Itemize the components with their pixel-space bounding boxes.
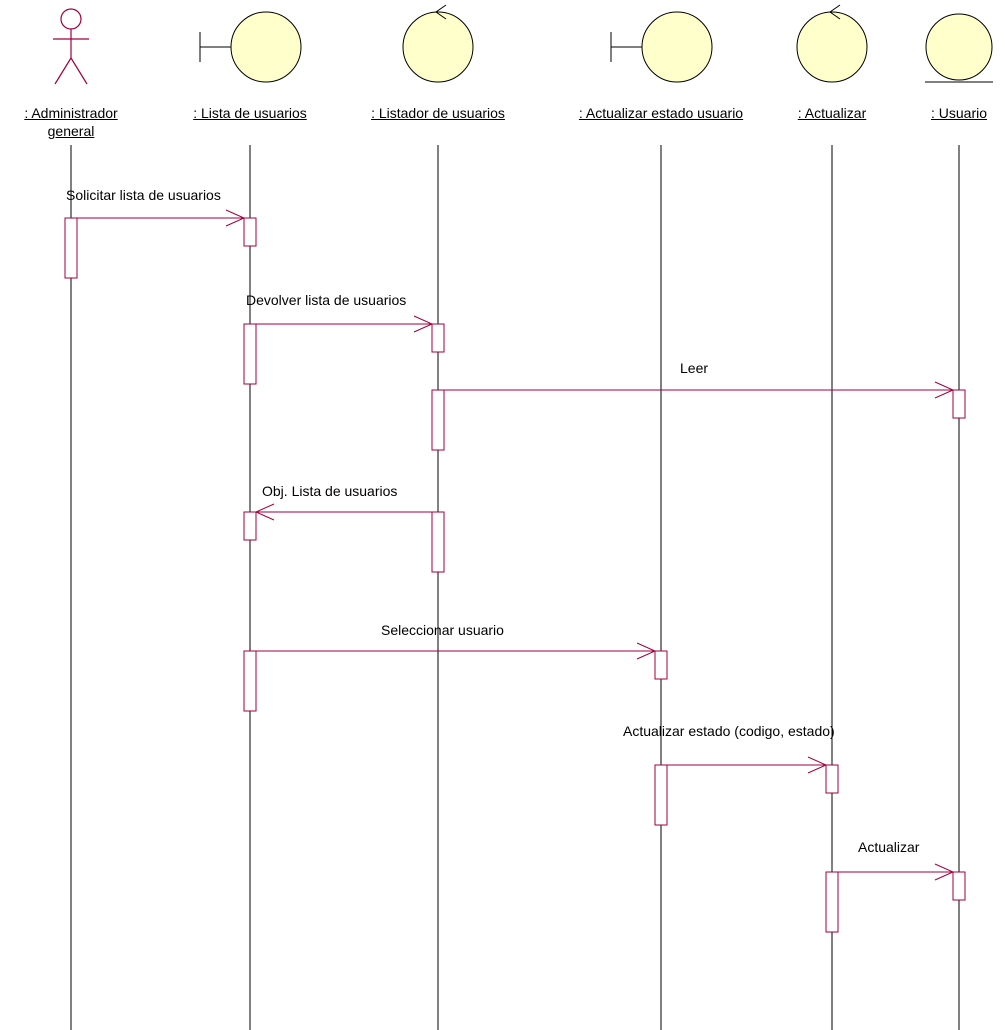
message-label-solicitar-lista: Solicitar lista de usuarios [66,187,221,203]
control-icon [402,4,474,83]
message-label-devolver-lista: Devolver lista de usuarios [246,292,407,308]
activation-bar [952,389,966,419]
message-arrow [667,756,828,774]
message-label-actualizar: Actualizar [858,839,920,855]
participant-label-administrador-general: : Administrador general [24,105,118,139]
boundary-icon [199,11,302,83]
activation-bar [431,511,445,573]
activation-bar [64,217,78,279]
activation-bar [952,871,966,901]
activation-bars [64,217,966,933]
activation-bar [243,323,257,385]
message-arrow [838,863,955,881]
entity-icon [925,13,993,83]
control-icon [796,4,868,83]
message-arrow [256,642,657,660]
message-arrow [256,315,434,333]
message-arrow [254,503,432,521]
activation-bar [243,511,257,541]
activation-bar [825,764,839,794]
participant-label-actualizar-estado-usuario: : Actualizar estado usuario [578,105,744,121]
activation-bar [825,871,839,933]
activation-bar [654,764,668,826]
message-arrow [77,209,246,227]
participant-label-actualizar: : Actualizar [797,105,867,121]
activation-bar [431,323,445,353]
message-label-actualizar-estado: Actualizar estado (codigo, estado) [623,723,835,739]
lifelines [70,145,960,1030]
actor-icon [53,8,89,85]
message-label-leer: Leer [680,360,709,376]
participant-label-usuario: : Usuario [930,105,988,121]
activation-bar [243,650,257,712]
participant-icons [53,4,993,85]
activation-bar [431,389,445,451]
message-arrow [444,381,955,399]
participant-label-lista-de-usuarios: : Lista de usuarios [193,105,307,121]
participant-label-listador-de-usuarios: : Listador de usuarios [371,105,505,121]
boundary-icon [610,11,713,83]
activation-bar [243,217,257,247]
activation-bar [654,650,668,680]
message-label-seleccionar-usuario: Seleccionar usuario [381,622,504,638]
message-arrows [77,209,955,881]
message-label-obj-lista: Obj. Lista de usuarios [262,483,398,499]
